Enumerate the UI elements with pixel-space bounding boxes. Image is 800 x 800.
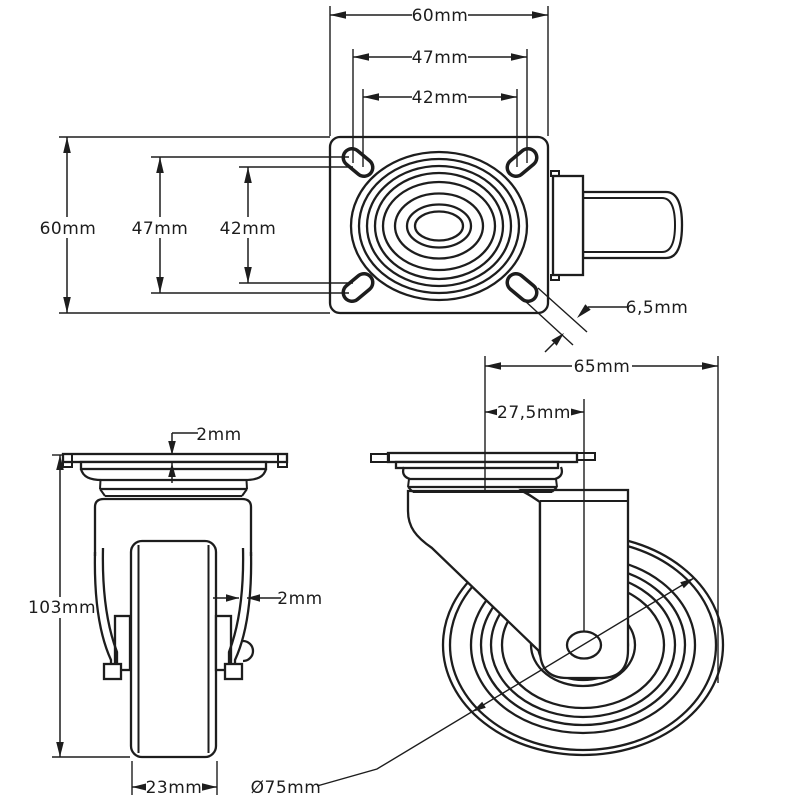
- side-swivel-dome: [401, 466, 564, 493]
- fork-top-tab-lower: [550, 274, 560, 281]
- side-view: 65mm 27,5mm Ø75mm: [251, 356, 725, 798]
- dim-plate-thickness: 2mm: [168, 425, 241, 483]
- front-swivel-dome: [79, 468, 268, 497]
- wheel-top-outline: [581, 190, 684, 260]
- dim-wheel-width: 23mm: [131, 761, 218, 798]
- front-plate-tab-right: [277, 453, 288, 468]
- dim-slot-width: 6,5mm: [523, 287, 689, 353]
- mounting-slot-holes: [341, 147, 539, 303]
- swivel-bearing-rings: [349, 150, 529, 302]
- dim-hole-spacing-outer-v-label: 47mm: [132, 219, 189, 239]
- dim-wheel-diameter-label: Ø75mm: [251, 778, 322, 798]
- dim-fork-thickness: 2mm: [213, 589, 322, 609]
- front-housing: [93, 497, 253, 556]
- dim-swivel-offset: 27,5mm: [485, 403, 584, 423]
- fork-top-block: [551, 174, 585, 277]
- front-axle-nut-left: [102, 662, 123, 681]
- fork-top-tab-upper: [550, 170, 560, 177]
- dim-hole-spacing-inner-h-label: 42mm: [412, 88, 469, 108]
- front-fork: [93, 547, 255, 681]
- wheel-top-tread-line: [583, 197, 677, 253]
- dim-overall-height: 103mm: [28, 454, 130, 758]
- dim-overall-length: 65mm: [484, 356, 719, 683]
- side-plate-tab-left: [370, 453, 390, 463]
- dim-hole-spacing-inner-v-label: 42mm: [220, 219, 277, 239]
- front-plate-tab-left: [62, 453, 73, 468]
- dim-hole-spacing-outer-v: 47mm: [132, 156, 349, 294]
- front-plate-layer2: [79, 460, 268, 471]
- dim-swivel-offset-label: 27,5mm: [497, 403, 571, 423]
- dim-plate-thickness-label: 2mm: [196, 425, 241, 445]
- dim-overall-height-label: 103mm: [28, 598, 96, 618]
- dim-wheel-diameter: Ø75mm: [251, 577, 695, 798]
- dim-hole-spacing-outer-h: 47mm: [352, 47, 528, 163]
- bearing-race-thick-ring: [393, 192, 485, 260]
- side-plate-layer2: [394, 460, 560, 470]
- dim-hole-spacing-outer-h-label: 47mm: [412, 48, 469, 68]
- dim-hole-spacing-inner-h: 42mm: [362, 87, 518, 167]
- dim-plate-width: 60mm: [329, 5, 549, 136]
- side-plate-tab-right: [576, 452, 596, 461]
- top-view: 60mm 47mm 42mm: [38, 5, 689, 353]
- dim-slot-width-label: 6,5mm: [626, 298, 689, 318]
- dim-plate-width-label: 60mm: [412, 6, 469, 26]
- dim-plate-height: 60mm: [38, 136, 330, 314]
- dim-plate-height-label: 60mm: [40, 219, 97, 239]
- mounting-plate: [328, 135, 550, 315]
- dim-hole-spacing-inner-v: 42mm: [220, 166, 353, 284]
- side-fork-slab: [518, 488, 630, 680]
- front-plate: [61, 452, 289, 464]
- dim-wheel-width-label: 23mm: [146, 778, 203, 798]
- dim-fork-thickness-label: 2mm: [277, 589, 322, 609]
- side-plate: [386, 451, 579, 464]
- dim-overall-length-label: 65mm: [574, 357, 631, 377]
- front-axle-nut-right: [223, 662, 244, 681]
- front-brake-cam: [242, 639, 255, 663]
- front-view: 2mm 103mm 2mm 23mm: [28, 425, 322, 798]
- front-wheel: [129, 539, 218, 759]
